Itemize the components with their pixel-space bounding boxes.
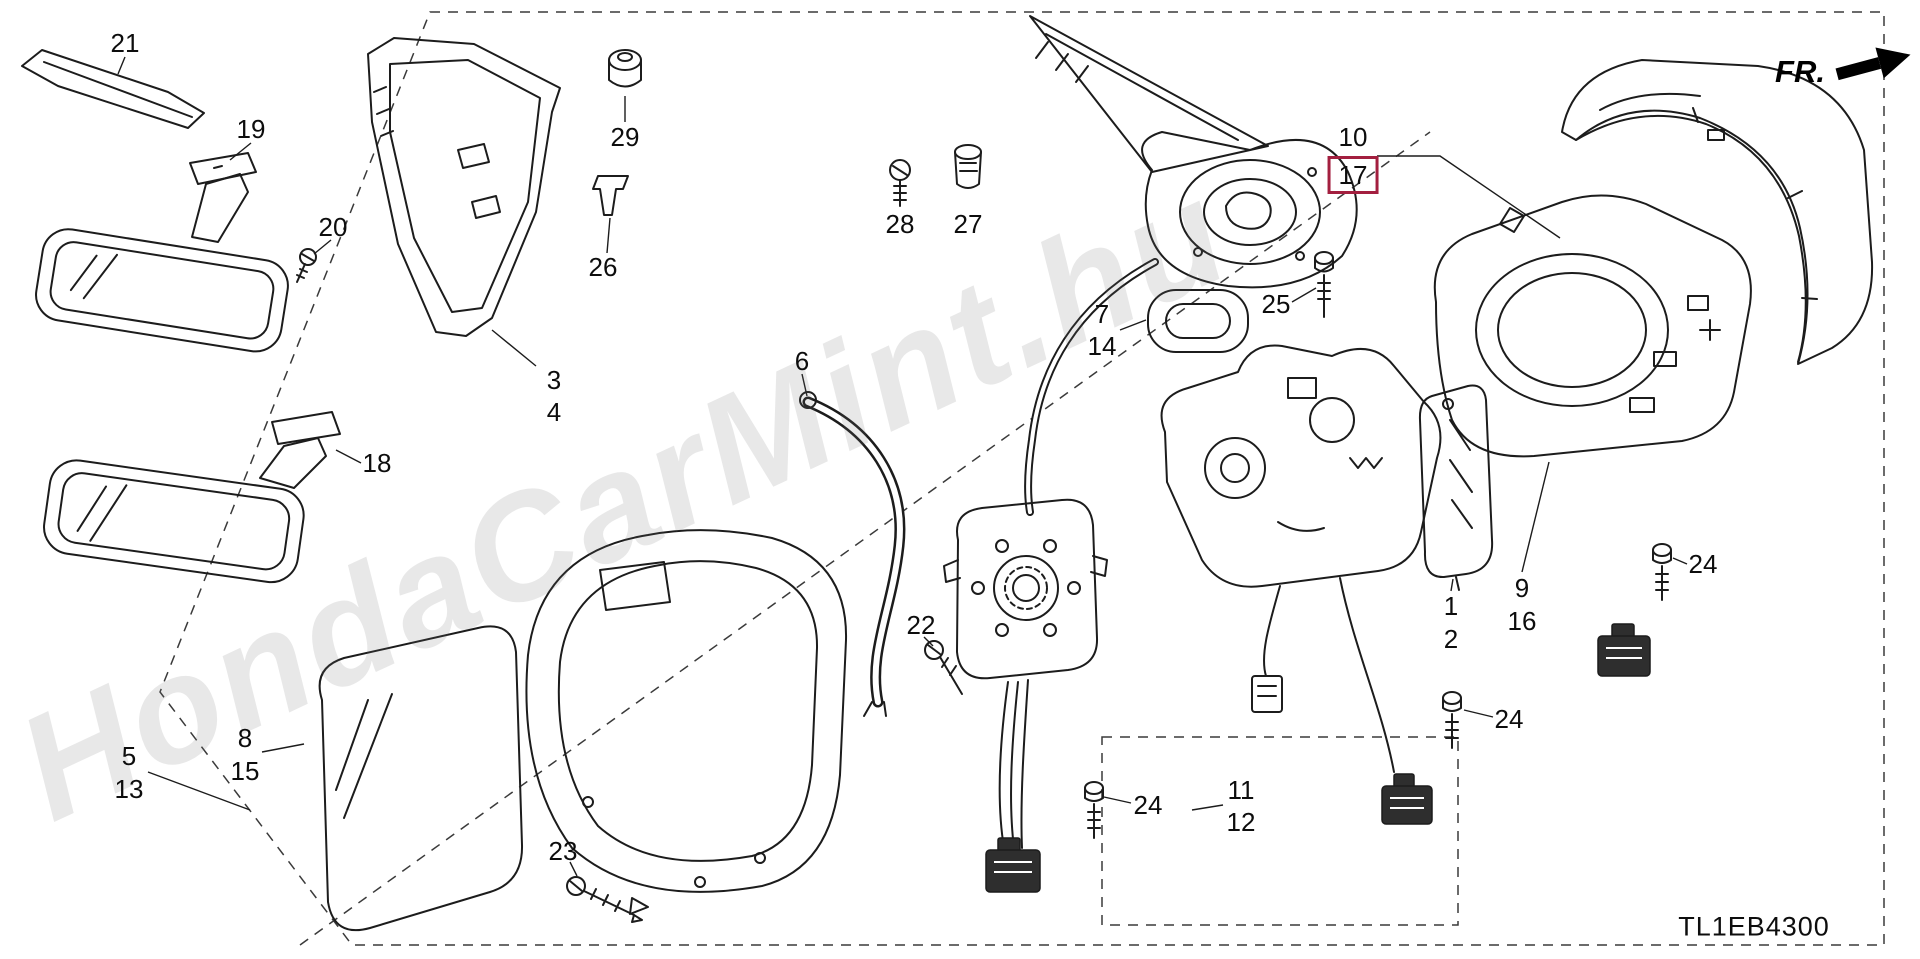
part-label-16[interactable]: 16 — [1507, 606, 1537, 636]
screw-22 — [924, 640, 963, 695]
part-label-22[interactable]: 22 — [906, 610, 936, 640]
harness-tube-6 — [799, 391, 906, 717]
part-label-18[interactable]: 18 — [362, 448, 392, 478]
tapping-screw-28 — [889, 159, 911, 207]
actuator-plate — [943, 498, 1108, 680]
part-label-27[interactable]: 27 — [953, 209, 983, 239]
garnish-strip-21 — [21, 49, 205, 129]
base-to-actuator-wire — [1024, 258, 1159, 516]
part-label-8[interactable]: 8 — [237, 723, 253, 753]
part-label-3[interactable]: 3 — [546, 365, 562, 395]
part-label-28[interactable]: 28 — [885, 209, 915, 239]
part-label-26[interactable]: 26 — [588, 252, 618, 282]
mirror-cover-10-17 — [1561, 59, 1874, 365]
mirror-sail-base-assembly — [1029, 15, 1358, 289]
part-label-19[interactable]: 19 — [236, 114, 266, 144]
part-label-20[interactable]: 20 — [318, 212, 348, 242]
part-label-5[interactable]: 5 — [121, 741, 137, 771]
screw-25 — [1314, 251, 1334, 318]
part-label-11[interactable]: 11 — [1227, 775, 1255, 805]
connector-blocks — [985, 623, 1651, 893]
part-label-7[interactable]: 7 — [1094, 299, 1110, 329]
actuator-motor-assembly — [1160, 344, 1442, 773]
part-label-15[interactable]: 15 — [230, 756, 260, 786]
dashed-boundaries — [159, 11, 1885, 946]
corner-garnish-3-4 — [367, 37, 561, 337]
part-label-4[interactable]: 4 — [546, 397, 562, 427]
mirror-glass-8-15 — [318, 625, 524, 932]
part-label-17-selected[interactable]: 17 — [1327, 156, 1379, 194]
flange-nut-29 — [608, 49, 642, 88]
mirror-mount-screw-20 — [296, 248, 317, 283]
fr-direction-arrow — [1835, 47, 1911, 81]
part-label-21[interactable]: 21 — [110, 28, 140, 58]
part-label-25[interactable]: 25 — [1261, 289, 1291, 319]
part-label-1[interactable]: 1 — [1443, 591, 1459, 621]
mirror-frame-5-13 — [525, 529, 848, 915]
screw-24-middle — [1442, 691, 1462, 749]
grommet-27 — [954, 144, 982, 189]
diagram-code: TL1EB4300 — [1678, 911, 1830, 942]
part-label-12[interactable]: 12 — [1226, 807, 1256, 837]
connector-block-middle — [1381, 773, 1433, 825]
part-label-6[interactable]: 6 — [794, 346, 810, 376]
leader-lines — [117, 56, 1688, 877]
part-label-2[interactable]: 2 — [1443, 624, 1459, 654]
part-label-29[interactable]: 29 — [610, 122, 640, 152]
screw-24-lower — [1084, 781, 1104, 839]
signal-bracket-1-2 — [1418, 384, 1494, 591]
seal-ring-7-14 — [1147, 289, 1249, 353]
part-label-24-lower[interactable]: 24 — [1133, 790, 1163, 820]
part-label-10[interactable]: 10 — [1338, 122, 1368, 152]
part-label-14[interactable]: 14 — [1087, 331, 1117, 361]
rear-view-mirror-19 — [35, 152, 289, 353]
rear-view-mirror-18 — [43, 411, 341, 584]
part-label-9[interactable]: 9 — [1514, 573, 1530, 603]
part-label-24-right[interactable]: 24 — [1688, 549, 1718, 579]
part-label-24-middle[interactable]: 24 — [1494, 704, 1524, 734]
screw-23 — [566, 876, 643, 923]
connector-block-lower — [985, 837, 1041, 893]
screw-24-right — [1652, 543, 1672, 601]
wire-ribbon-to-connector — [998, 679, 1029, 849]
part-label-23[interactable]: 23 — [548, 836, 578, 866]
mirror-housing-9-16 — [1433, 194, 1752, 458]
harness-clip-26 — [592, 175, 629, 216]
part-label-13[interactable]: 13 — [114, 774, 144, 804]
connector-block-right — [1597, 623, 1651, 677]
fr-direction-label: FR. — [1775, 54, 1825, 89]
